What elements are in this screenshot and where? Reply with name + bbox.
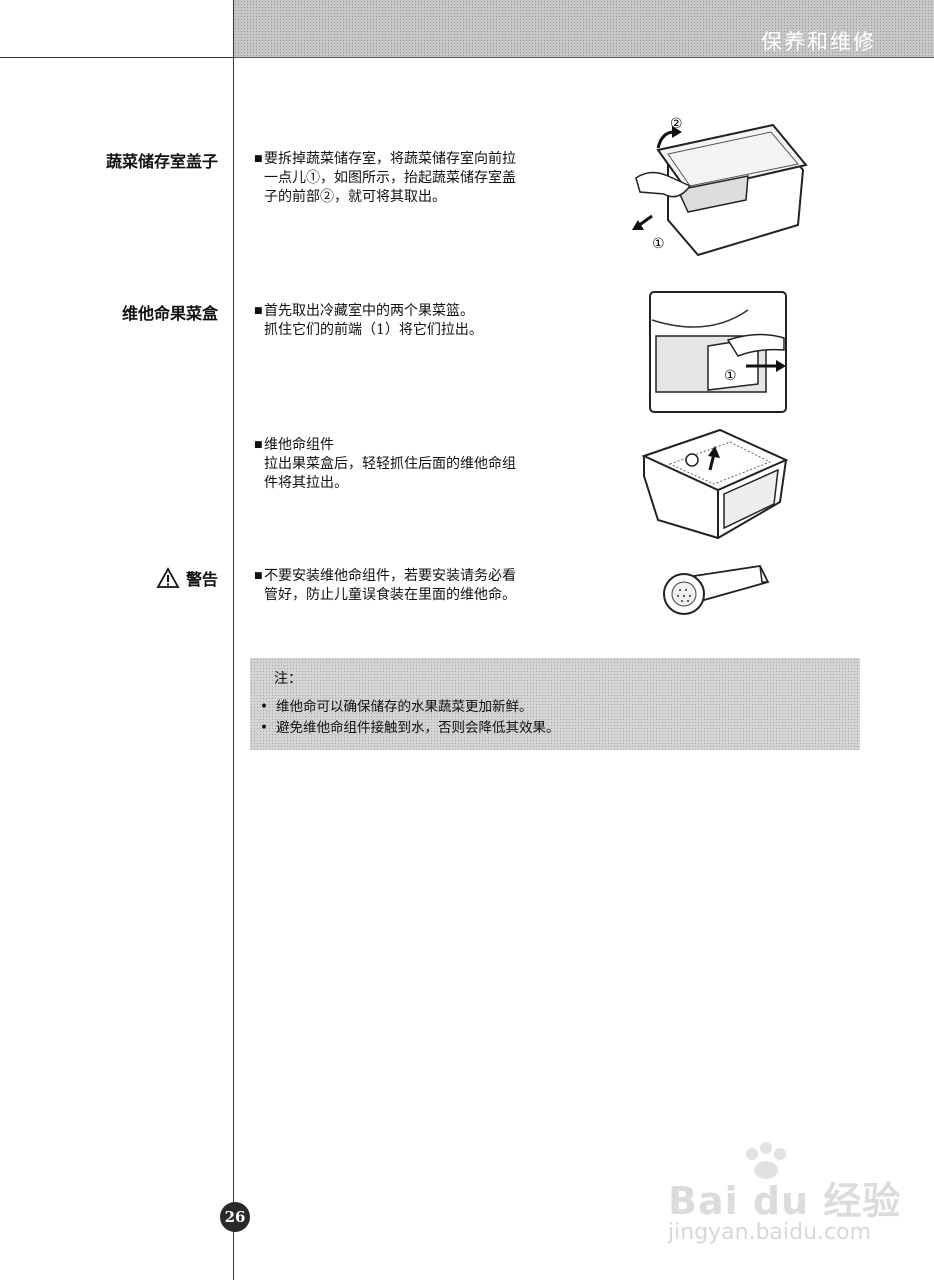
text-line: 一点儿①，如图所示，抬起蔬菜储存室盖	[264, 170, 516, 186]
watermark-logo: Bai du 经验	[668, 1179, 902, 1223]
text-line: 管好，防止儿童误食装在里面的维他命。	[264, 587, 516, 603]
text-line: ■不要安装维他命组件，若要安装请务必看	[254, 568, 516, 584]
text-line: 拉出果菜盒后，轻轻抓住后面的维他命组	[264, 456, 516, 472]
crisper-cover-illustration: ② ①	[632, 116, 808, 257]
figure-label: ①	[724, 368, 737, 384]
note-item: •维他命可以确保储存的水果蔬菜更加新鲜。	[260, 699, 533, 715]
paw-icon	[746, 1142, 786, 1179]
note-title: 注：	[274, 671, 302, 687]
note-item: •避免维他命组件接触到水，否则会降低其效果。	[260, 720, 560, 736]
section-label-vitamin-crisper: 维他命果菜盒	[121, 304, 218, 323]
section-label-crisper-cover: 蔬菜储存室盖子	[105, 152, 218, 171]
margin-rule	[233, 0, 234, 1280]
text-line: ■维他命组件	[254, 437, 334, 453]
header-band: 保养和维修	[234, 0, 934, 58]
figure-label: ②	[670, 116, 683, 132]
header-rule	[0, 57, 234, 58]
section-text-vitamin-crisper: ■首先取出冷藏室中的两个果菜篮。 抓住它们的前端（1）将它们拉出。	[254, 302, 574, 340]
section-text-warning: ■不要安装维他命组件，若要安装请务必看 管好，防止儿童误食装在里面的维他命。	[254, 567, 574, 605]
figure-label: ①	[652, 236, 665, 252]
section-label-warning: 警告	[156, 566, 218, 590]
text-line: 抓住它们的前端（1）将它们拉出。	[264, 322, 483, 338]
page-title: 保养和维修	[761, 30, 876, 54]
watermark-url: jingyan.baidu.com	[668, 1220, 872, 1245]
warning-text: 警告	[185, 570, 218, 589]
section-text-vitamin-module: ■维他命组件 拉出果菜盒后，轻轻抓住后面的维他命组 件将其拉出。	[254, 436, 574, 493]
text-line: 件将其拉出。	[264, 475, 348, 491]
vitamin-part-illustration	[663, 565, 770, 615]
text-line: 子的前部②，就可将其取出。	[264, 189, 446, 205]
warning-triangle-icon	[156, 567, 180, 588]
section-text-crisper-cover: ■要拆掉蔬菜储存室，将蔬菜储存室向前拉 一点儿①，如图所示，抬起蔬菜储存室盖 子…	[254, 150, 574, 207]
text-line: ■要拆掉蔬菜储存室，将蔬菜储存室向前拉	[254, 151, 516, 167]
note-box: 注： •维他命可以确保储存的水果蔬菜更加新鲜。 •避免维他命组件接触到水，否则会…	[250, 658, 860, 750]
vitamin-module-illustration	[641, 428, 789, 540]
crisper-pull-illustration: ①	[649, 291, 787, 413]
text-line: ■首先取出冷藏室中的两个果菜篮。	[254, 303, 474, 319]
page-number: 26	[220, 1202, 250, 1232]
